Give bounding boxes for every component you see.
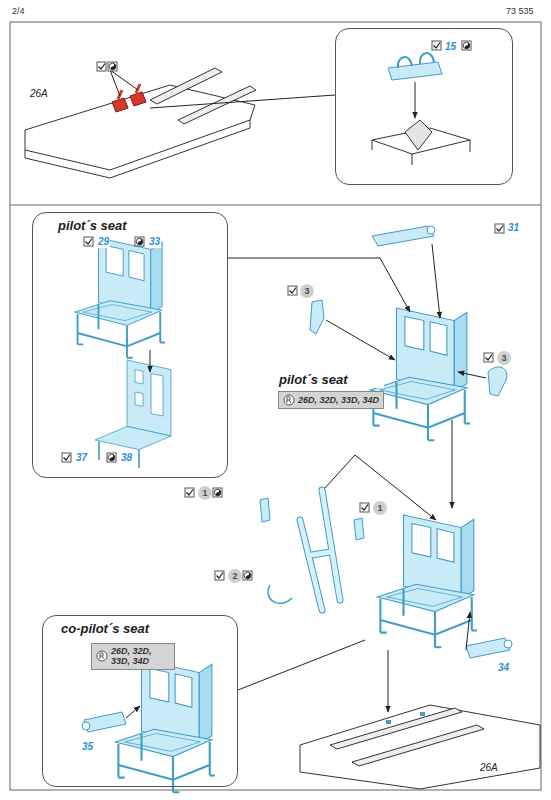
part-group-heading: pilot´s seat — [278, 373, 384, 388]
inset-panel: 15 — [335, 28, 513, 185]
callout-number: 31 — [507, 222, 520, 234]
callout-number: 29 — [97, 236, 110, 248]
callout-number: 1 — [198, 486, 212, 500]
callout-number: 3 — [300, 284, 314, 298]
callout-number: 1 — [373, 501, 387, 515]
part-name: 26A — [478, 762, 500, 774]
part-group-text: 26D, 32D, 33D, 34D — [111, 646, 170, 667]
part-group-box: 26D, 32D, 33D, 34D — [91, 643, 175, 670]
part-name: 26A — [28, 88, 50, 100]
panel-heading: co-pilot´s seat — [60, 622, 150, 637]
callout-number: 15 — [444, 41, 457, 53]
sheet-code: 73 535 — [506, 6, 534, 16]
part-group-label: pilot´s seat 26D, 32D, 33D, 34D — [278, 373, 384, 410]
callout-number: 35 — [81, 741, 94, 753]
page-number: 2/4 — [12, 6, 25, 16]
callout-number: 33 — [148, 236, 161, 248]
callout-number: 34 — [497, 662, 510, 674]
part-group-box: 26D, 32D, 33D, 34D — [91, 643, 175, 670]
callout-number: 3 — [497, 351, 511, 365]
panel-heading: pilot´s seat — [57, 219, 128, 234]
part-group-text: 26D, 32D, 33D, 34D — [298, 395, 379, 405]
reference-icon — [96, 650, 108, 662]
callout-number: 37 — [75, 452, 88, 464]
callout-number: 38 — [120, 452, 133, 464]
inset-panel: pilot´s seat 29 33 37 38 — [32, 212, 228, 478]
reference-icon — [283, 394, 295, 406]
inset-panel: co-pilot´s seat 35 26D, 32D, 33D, 34D — [42, 615, 238, 787]
callout-number: 2 — [228, 569, 242, 583]
part-group-box: 26D, 32D, 33D, 34D — [278, 391, 384, 409]
